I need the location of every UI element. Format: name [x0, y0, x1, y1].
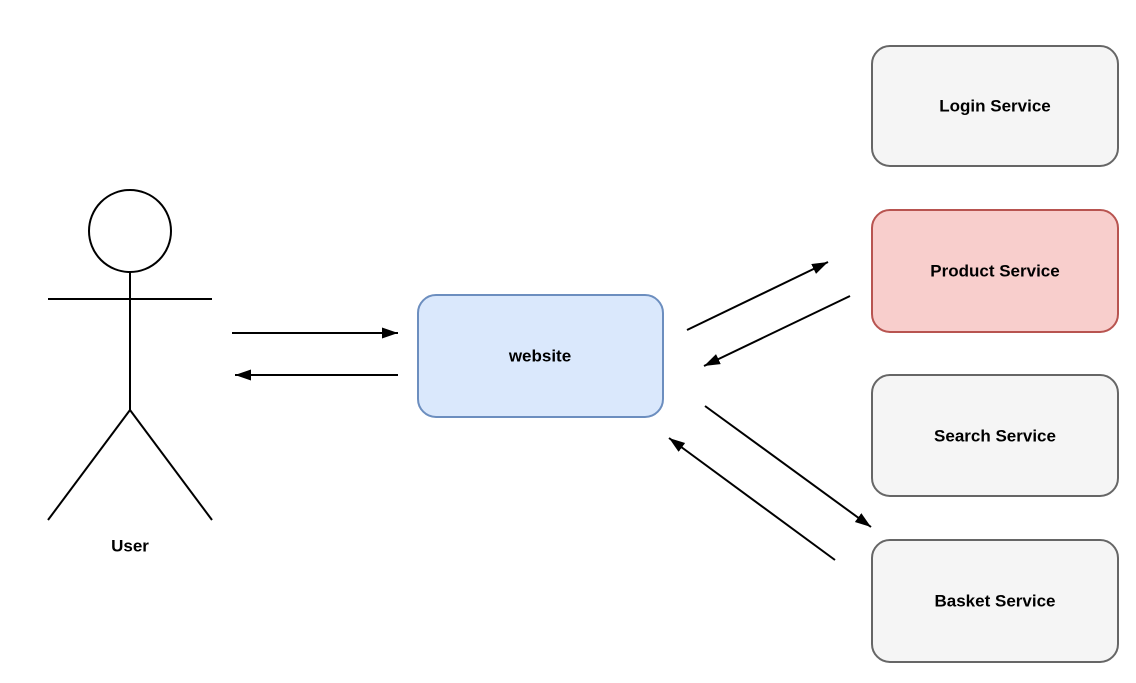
arrow-basket-to-website — [668, 437, 836, 561]
website-box — [417, 294, 664, 418]
arrow-website-to-basket — [704, 405, 872, 528]
product-service-node: Product Service — [871, 209, 1119, 333]
basket-service-box — [871, 539, 1119, 663]
arrow-website-to-product — [686, 261, 829, 331]
user-head — [88, 189, 172, 273]
product-service-box — [871, 209, 1119, 333]
website-label: website — [508, 347, 571, 366]
website-node: website — [417, 294, 664, 418]
user-label: User — [111, 537, 149, 556]
search-service-box — [871, 374, 1119, 497]
login-service-box — [871, 45, 1119, 167]
basket-service-label: Basket Service — [935, 592, 1056, 611]
basket-service-node: Basket Service — [871, 539, 1119, 663]
login-service-label: Login Service — [939, 97, 1050, 116]
user-leg-left — [47, 409, 131, 521]
user-leg-right — [129, 409, 213, 521]
search-service-node: Search Service — [871, 374, 1119, 497]
login-service-node: Login Service — [871, 45, 1119, 167]
arrow-product-to-website — [703, 295, 851, 367]
product-service-label: Product Service — [930, 262, 1059, 281]
search-service-label: Search Service — [934, 427, 1056, 446]
user-actor: User — [47, 189, 213, 556]
